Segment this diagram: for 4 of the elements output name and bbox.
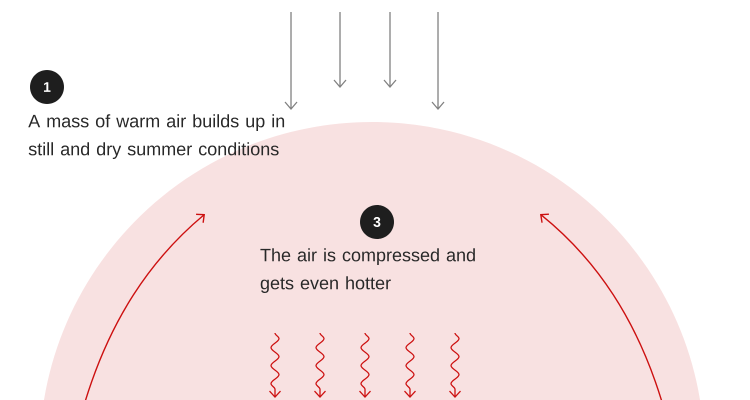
description: The air is compressed and gets even hotter xyxy=(260,248,475,293)
step-badge: 1 xyxy=(30,70,64,104)
step-badge: 3 xyxy=(360,205,394,239)
description: A mass of warm air builds up in still and dry summer conditions xyxy=(28,114,284,159)
